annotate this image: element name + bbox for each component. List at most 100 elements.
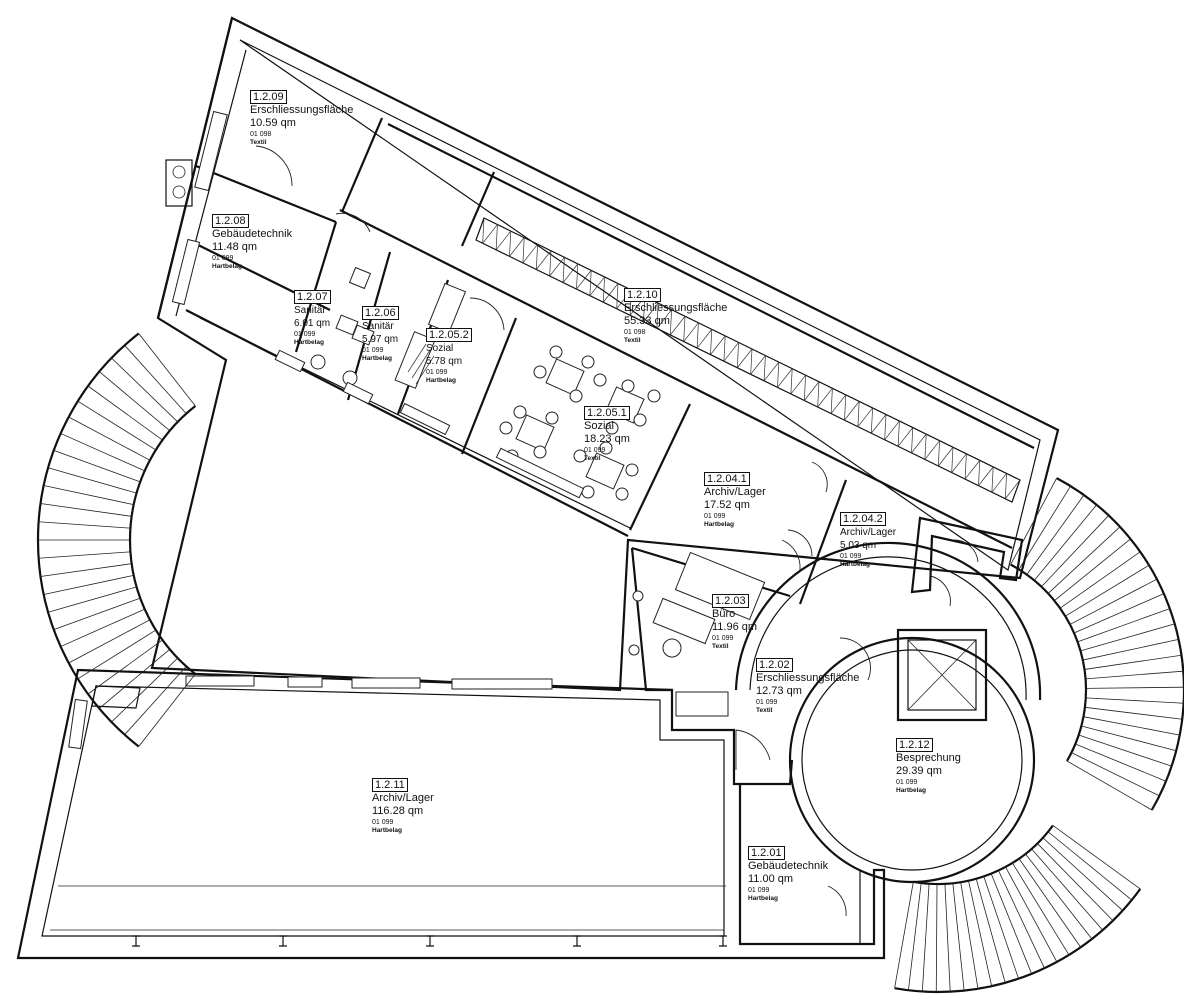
stair-tread	[968, 880, 993, 987]
stair-tread	[124, 345, 187, 414]
hatch-line	[683, 316, 686, 342]
hatch-line	[857, 407, 873, 427]
room-area: 116.28 qm	[372, 805, 424, 817]
hatch-line	[710, 335, 726, 355]
stair-tread	[952, 883, 965, 991]
hatch-line	[522, 237, 525, 263]
stair-tread	[1077, 608, 1170, 643]
hatch-line	[656, 309, 672, 329]
room-number: 1.2.10	[624, 288, 661, 302]
hatch-line	[817, 388, 833, 408]
hatch-line	[964, 453, 967, 480]
hatch-line	[576, 263, 579, 290]
stair-tread	[99, 371, 171, 432]
stair-tread	[99, 648, 171, 709]
hatch-line	[817, 381, 820, 408]
hatch-line	[710, 329, 713, 355]
stair-tread	[68, 416, 151, 461]
floor-code: 01 099	[756, 699, 778, 706]
hatch-line	[991, 473, 1007, 493]
hatch-line	[643, 302, 659, 323]
room-area: 17.52 qm	[704, 499, 750, 511]
hatch-line	[951, 453, 967, 473]
stair-tread	[1083, 716, 1180, 736]
stair-inner-edge	[1010, 563, 1088, 762]
floor-type: Textil	[584, 455, 601, 462]
stair-tread	[1080, 623, 1175, 652]
stair-tread	[1075, 743, 1167, 782]
chair	[569, 389, 583, 403]
stair-tread	[1018, 485, 1071, 570]
stair-tread	[960, 882, 979, 989]
hatch-line	[495, 230, 512, 251]
stair-tread	[1078, 734, 1172, 767]
stair-tread	[921, 883, 930, 992]
stair-inner-edge	[913, 824, 1054, 886]
stair-tread	[43, 485, 134, 506]
floor-type: Textil	[624, 337, 641, 344]
floor-code: 01 099	[840, 553, 862, 560]
stair-tread	[1085, 670, 1184, 680]
stair-tread	[1085, 697, 1184, 704]
hatch-line	[482, 217, 485, 244]
room-number: 1.2.04.2	[840, 512, 886, 526]
chair	[647, 389, 661, 403]
hatch-line	[978, 466, 994, 486]
hatch-line	[696, 329, 713, 349]
room-name: Büro	[712, 608, 736, 620]
chair	[533, 445, 547, 459]
hatch-line	[871, 414, 887, 434]
room-area: 18.23 qm	[584, 433, 630, 445]
hatch-line	[804, 381, 820, 401]
stair-tread	[1026, 494, 1085, 575]
chair	[581, 355, 595, 369]
hatch-line	[938, 447, 954, 467]
sanitary-fixtures	[68, 110, 828, 750]
bottom-curved-staircase	[894, 824, 1142, 994]
stair-tread	[1071, 752, 1160, 797]
hatch-line	[737, 348, 753, 368]
stair-tread	[124, 666, 187, 735]
stair-tread	[1084, 654, 1182, 670]
stair-tread	[944, 883, 951, 992]
floor-code: 01 099	[212, 255, 234, 262]
room-number: 1.2.02	[756, 658, 793, 672]
lower-storage-walls	[16, 668, 886, 960]
hatch-line	[911, 427, 914, 453]
hatch-line	[495, 224, 498, 250]
stair-inner-edge	[128, 405, 197, 675]
room-area: 55.33 qm	[624, 315, 670, 327]
stair-tread	[1082, 639, 1179, 661]
stair-tread	[894, 881, 914, 989]
floor-type: Textil	[250, 139, 267, 146]
chair	[549, 345, 563, 359]
hatch-line	[777, 368, 793, 388]
stair-tread	[38, 521, 131, 529]
chair	[593, 373, 607, 387]
stair-tread	[77, 629, 157, 680]
floor-type: Hartbelag	[294, 339, 324, 346]
stair-tread	[53, 450, 141, 483]
stair-tread	[60, 433, 145, 472]
floor-type: Hartbelag	[362, 355, 392, 362]
room-name: Gebäudetechnik	[748, 860, 829, 872]
room-area: 29.39 qm	[896, 765, 942, 777]
room-name: Erschliessungsfläche	[624, 302, 728, 314]
stair-tread	[1047, 526, 1121, 594]
stair-tread	[1066, 760, 1153, 811]
stair-tread	[1034, 504, 1097, 581]
room-name: Erschliessungsfläche	[756, 672, 860, 684]
room-name: Archiv/Lager	[704, 486, 766, 498]
floor-code: 01 099	[426, 369, 448, 376]
hatch-line	[803, 375, 806, 401]
room-area: 10.59 qm	[250, 117, 296, 129]
stair-tread	[1005, 866, 1058, 963]
hatch-line	[669, 309, 672, 335]
stair-tread	[43, 574, 134, 595]
